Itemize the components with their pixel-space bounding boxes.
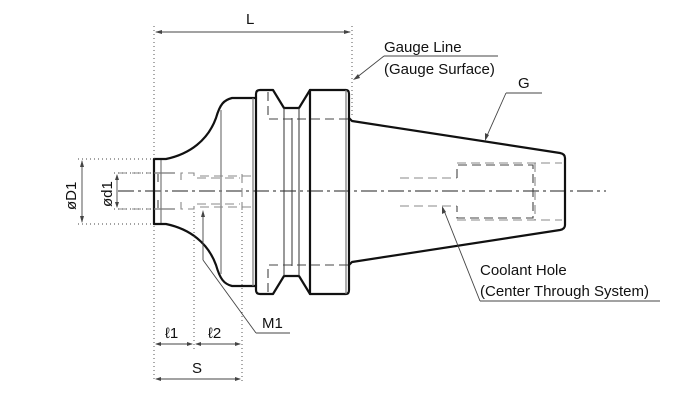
- l2-arrow-left: [195, 342, 201, 346]
- upper-flare: [152, 96, 258, 161]
- pilot-hole-lower: [180, 202, 240, 210]
- G-arrow: [485, 133, 489, 141]
- L-label: L: [246, 11, 254, 28]
- holder-body: [152, 88, 567, 296]
- M1-arrow: [201, 210, 205, 217]
- G-leader: [485, 92, 507, 139]
- S-arrow-right: [235, 377, 241, 381]
- dimension-d1: ød1: [99, 172, 152, 210]
- dimension-l1-l2-S: ℓ1 ℓ2 S: [153, 212, 243, 382]
- thread-bore-outline: [456, 164, 534, 219]
- d1-label: ød1: [99, 181, 116, 207]
- dimension-D1: øD1: [63, 158, 152, 225]
- G-callout: G: [485, 75, 542, 141]
- coolant-arrow: [442, 206, 446, 214]
- l2-arrow-right: [235, 342, 241, 346]
- L-arrow-left: [155, 30, 162, 34]
- G-label: G: [518, 75, 530, 92]
- M1-label: M1: [262, 315, 283, 332]
- l1-arrow-right: [187, 342, 193, 346]
- l1-arrow-left: [155, 342, 161, 346]
- l2-label: ℓ2: [208, 325, 221, 342]
- gauge-line-label: Gauge Line: [384, 39, 462, 56]
- taper-shank: [347, 116, 567, 267]
- keyway-hidden-lower: [267, 264, 349, 292]
- coolant-hole-label: Coolant Hole: [480, 262, 567, 279]
- d1-arrow-bottom: [115, 202, 119, 208]
- S-label: S: [192, 360, 202, 377]
- coolant-callout: Coolant Hole (Center Through System): [442, 206, 660, 302]
- coolant-system-label: (Center Through System): [480, 283, 649, 300]
- M1-leader-2: [202, 259, 257, 334]
- lower-flare: [152, 222, 258, 288]
- internal-bore-right: [400, 162, 562, 221]
- flange-lower: [254, 264, 351, 296]
- coolant-leader: [442, 207, 481, 302]
- keyway-hidden-upper: [267, 92, 349, 120]
- D1-label: øD1: [63, 182, 80, 210]
- gauge-line-callout: Gauge Line (Gauge Surface): [353, 39, 498, 80]
- dimension-L: L: [153, 11, 353, 160]
- S-arrow-left: [155, 377, 161, 381]
- L-arrow-right: [344, 30, 351, 34]
- M1-callout: M1: [201, 210, 290, 334]
- gauge-arrow: [353, 74, 360, 80]
- gauge-leader: [355, 55, 385, 79]
- flange-upper: [254, 88, 351, 120]
- D1-arrow-bottom: [80, 216, 84, 223]
- gauge-surface-label: (Gauge Surface): [384, 61, 495, 78]
- D1-arrow-top: [80, 160, 84, 167]
- d1-arrow-top: [115, 174, 119, 180]
- pilot-hole-upper: [180, 172, 240, 180]
- l1-label: ℓ1: [165, 325, 178, 342]
